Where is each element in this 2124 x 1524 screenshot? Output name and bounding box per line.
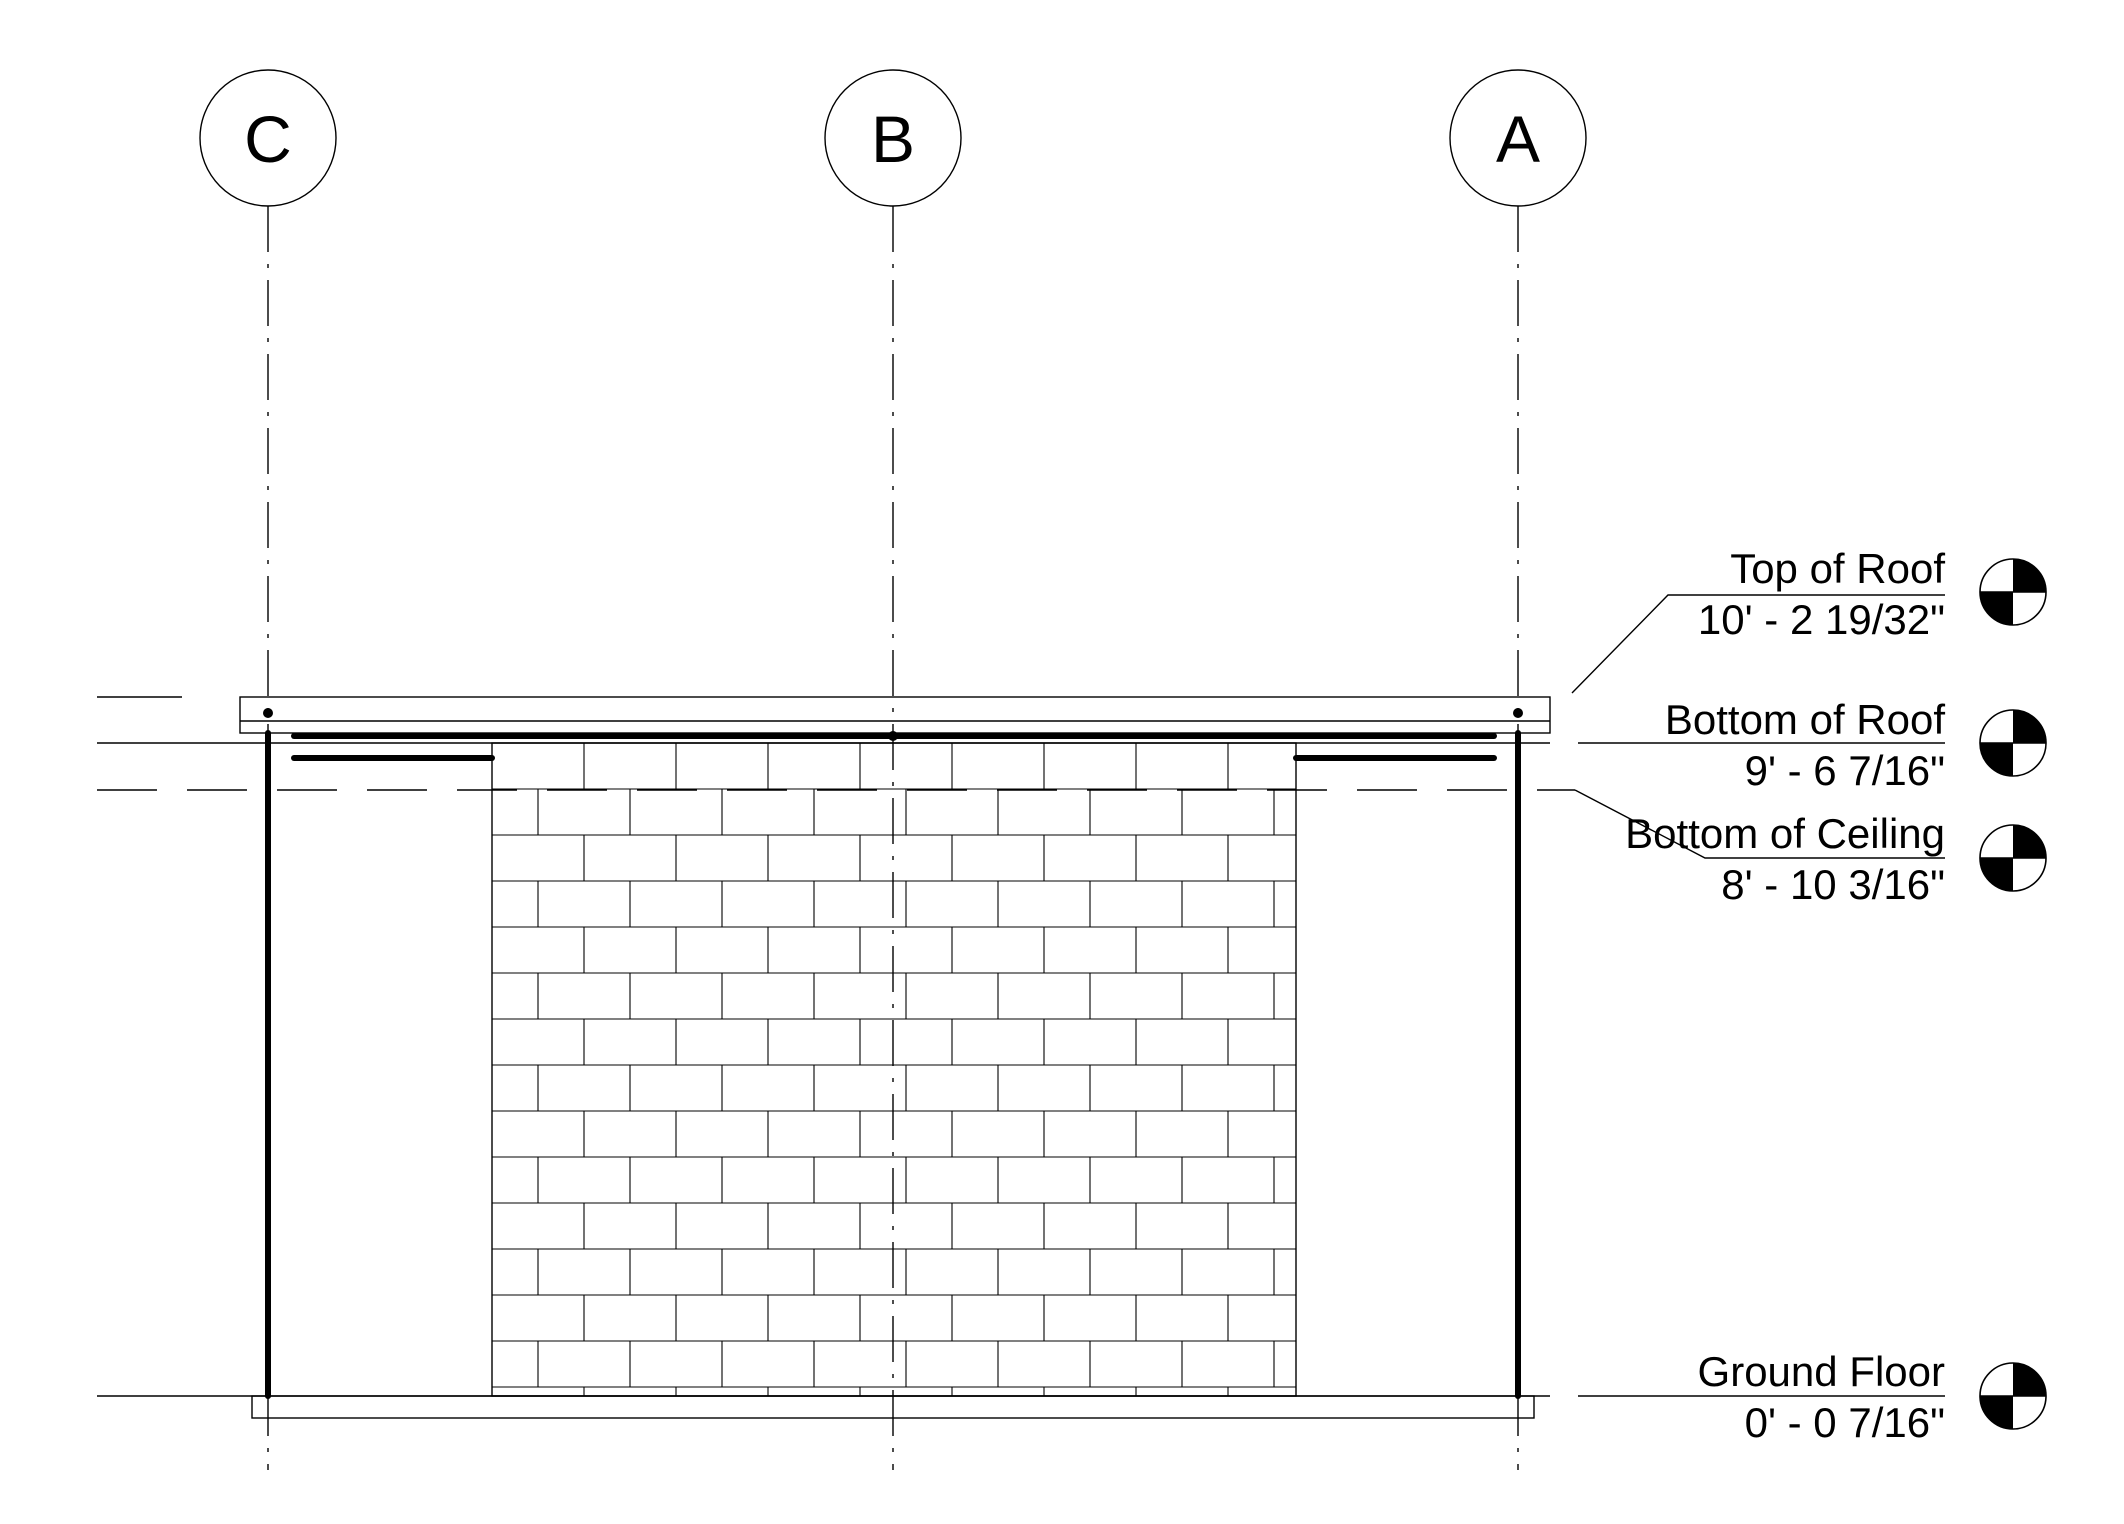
level-name: Ground Floor — [1698, 1348, 1945, 1395]
level-leader-top-of-roof — [1571, 594, 1945, 694]
level-marker-icon — [1979, 1362, 2047, 1430]
level-elevation: 10' - 2 19/32" — [1698, 596, 1945, 643]
level-elevation: 8' - 10 3/16" — [1721, 861, 1945, 908]
level-bottom-of-ceiling: Bottom of Ceiling 8' - 10 3/16" — [1625, 810, 2047, 908]
level-elevation: 0' - 0 7/16" — [1745, 1399, 1945, 1446]
brick-wall — [491, 742, 1297, 1397]
grid-line-b: B — [824, 69, 962, 1470]
ground-slab — [251, 1395, 1535, 1419]
roof-framing — [263, 708, 1523, 761]
grid-lines: C B A — [199, 69, 1587, 1470]
level-name: Bottom of Ceiling — [1625, 810, 1945, 857]
level-marker-icon — [1979, 558, 2047, 626]
grid-label-a: A — [1496, 102, 1540, 176]
level-top-of-roof: Top of Roof 10' - 2 19/32" — [1698, 545, 2047, 643]
roof-slab — [239, 696, 1551, 734]
level-name: Top of Roof — [1730, 545, 1945, 592]
level-marker-icon — [1979, 824, 2047, 892]
side-walls — [265, 730, 1521, 1399]
grid-label-b: B — [871, 102, 915, 176]
level-bottom-of-roof: Bottom of Roof 9' - 6 7/16" — [1665, 696, 2047, 794]
level-labels: Top of Roof 10' - 2 19/32" Bottom of Roo… — [1625, 545, 2047, 1446]
level-leader-bottom-of-ceiling — [1574, 789, 1945, 859]
level-marker-icon — [1979, 709, 2047, 777]
level-name: Bottom of Roof — [1665, 696, 1945, 743]
level-elevation: 9' - 6 7/16" — [1745, 747, 1945, 794]
grid-label-c: C — [244, 102, 292, 176]
level-ground-floor: Ground Floor 0' - 0 7/16" — [1698, 1348, 2047, 1446]
